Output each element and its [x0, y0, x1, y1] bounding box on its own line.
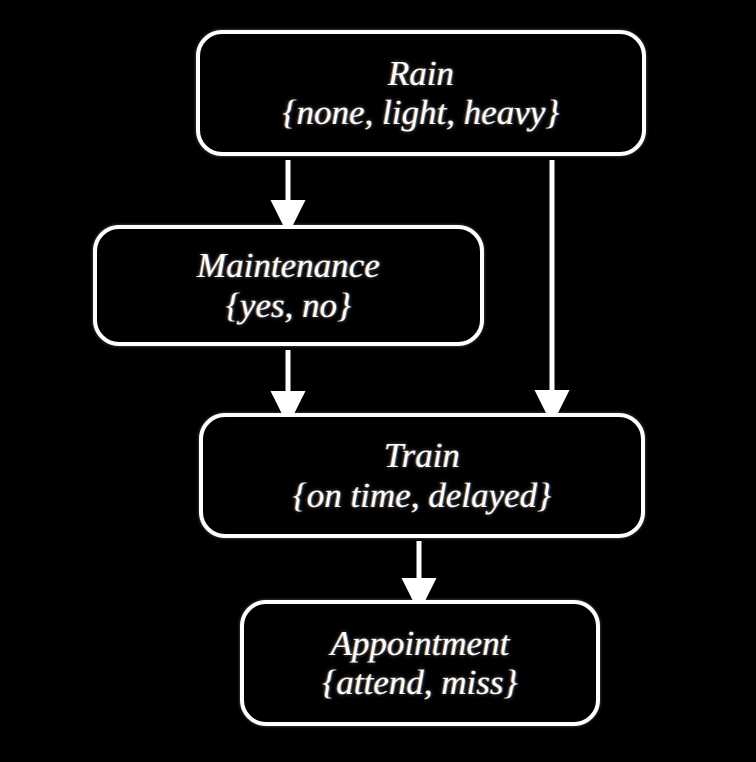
- node-train[interactable]: Train {on time, delayed}: [199, 413, 645, 538]
- node-train-states: {on time, delayed}: [292, 475, 552, 515]
- node-train-label: Train: [384, 436, 460, 476]
- node-appointment-states: {attend, miss}: [322, 663, 518, 702]
- node-rain[interactable]: Rain {none, light, heavy}: [196, 30, 646, 156]
- node-rain-label: Rain: [387, 53, 455, 93]
- node-maintenance-states: {yes, no}: [225, 285, 352, 325]
- node-maintenance[interactable]: Maintenance {yes, no}: [93, 225, 484, 346]
- node-rain-states: {none, light, heavy}: [282, 93, 560, 132]
- node-maintenance-label: Maintenance: [197, 246, 380, 286]
- node-appointment-label: Appointment: [330, 623, 510, 663]
- node-appointment[interactable]: Appointment {attend, miss}: [240, 600, 600, 726]
